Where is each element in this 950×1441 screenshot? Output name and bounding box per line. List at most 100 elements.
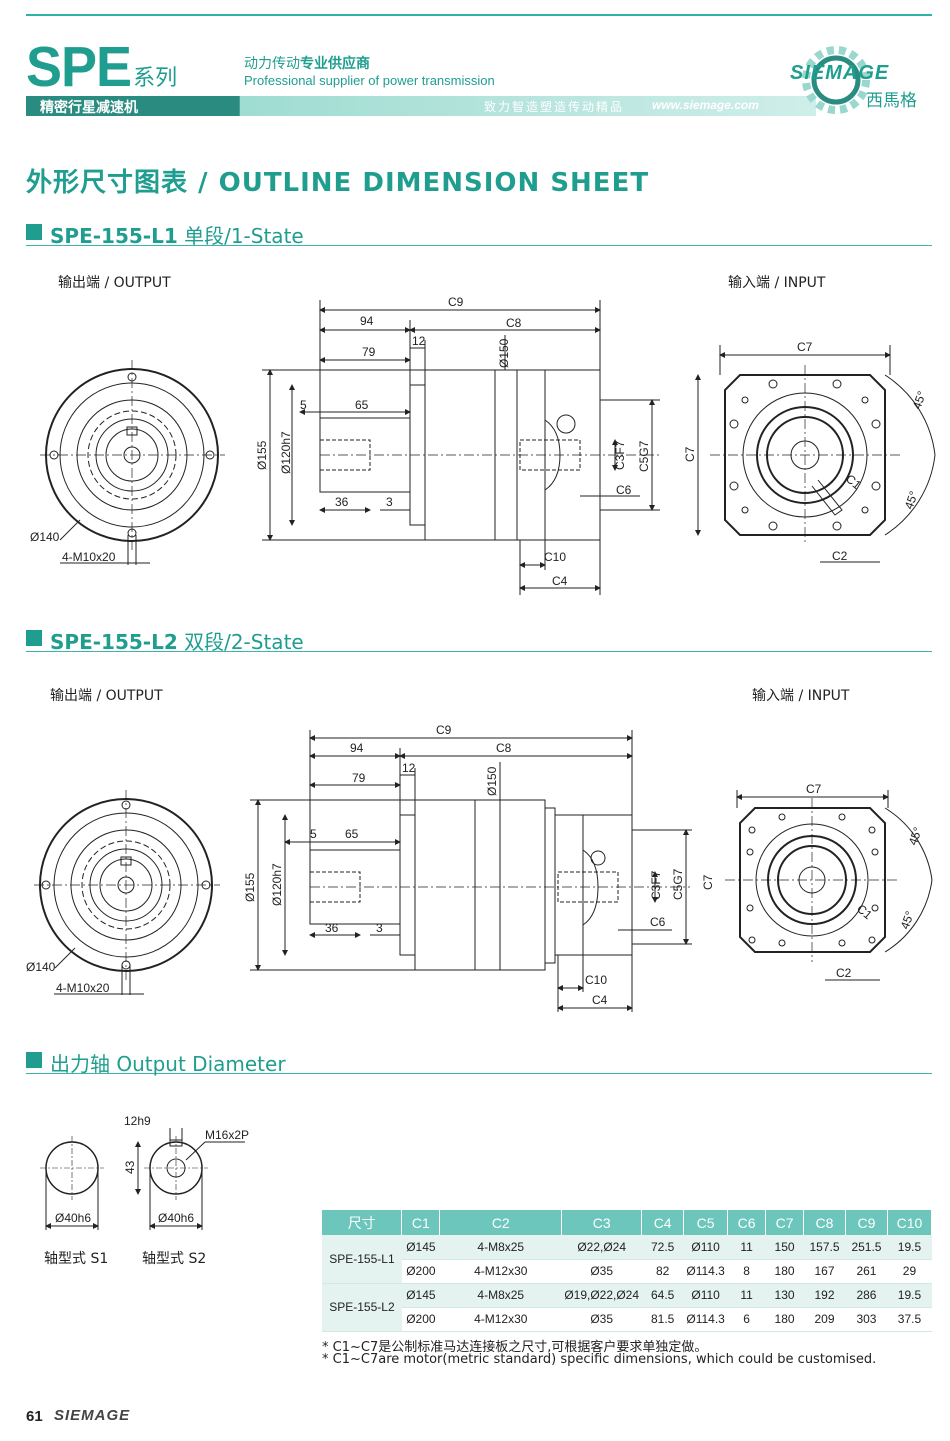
l2-dimension-labels: C9 94 C8 12 79 5 65 36 3 Ø150 Ø155 Ø120h… — [26, 723, 925, 1007]
dim-5: 5 — [310, 827, 317, 841]
l1-input-label: 输入端 / INPUT — [728, 275, 826, 291]
col-header: C3 — [561, 1210, 643, 1235]
dim-65: 65 — [355, 398, 369, 412]
note-en: * C1~C7are motor(metric standard) specif… — [322, 1352, 877, 1367]
section-square-icon — [26, 224, 42, 240]
table-cell: 82 — [641, 1259, 684, 1284]
dim-3: 3 — [376, 921, 383, 935]
l2-output-view — [34, 790, 220, 995]
col-header: C9 — [845, 1210, 888, 1235]
gear-logo-icon — [802, 46, 870, 114]
col-header: C4 — [641, 1210, 685, 1235]
dim-phi120: Ø120h7 — [270, 863, 284, 906]
thread-spec: M16x2P — [205, 1128, 249, 1142]
dim-c10: C10 — [544, 550, 566, 564]
table-cell: 29 — [887, 1259, 932, 1284]
table-cell: Ø110 — [683, 1283, 728, 1308]
table-cell: 192 — [803, 1283, 846, 1308]
col-header: 尺寸 — [322, 1210, 403, 1235]
page-number: 61 — [26, 1408, 43, 1425]
dim-5: 5 — [300, 398, 307, 412]
table-cell: 4-M12x30 — [439, 1307, 562, 1332]
dim-angle-bottom: 45° — [898, 909, 917, 931]
note-cn: * C1~C7是公制标准马达连接板之尺寸,可根据客户要求单独定做。 — [322, 1340, 708, 1355]
dim-79: 79 — [352, 771, 366, 785]
dim-phi120: Ø120h7 — [279, 431, 293, 474]
dim-3: 3 — [386, 495, 393, 509]
table-cell: 4-M8x25 — [439, 1283, 562, 1308]
table-cell: 37.5 — [887, 1307, 932, 1332]
dim-c10: C10 — [585, 973, 607, 987]
l1-dimension-labels: C9 94 C8 12 79 5 65 36 3 Ø150 Ø155 Ø120h… — [30, 295, 929, 588]
table-row: SPE-155-L2 Ø145 4-M8x25 Ø19,Ø22,Ø24 64.5… — [322, 1283, 932, 1332]
table-header-row: 尺寸 C1 C2 C3 C4 C5 C6 C7 C8 C9 C10 — [322, 1210, 933, 1235]
section-l2-header: SPE-155-L2 双段/2-State — [26, 626, 932, 654]
table-cell: Ø19,Ø22,Ø24 — [561, 1283, 642, 1308]
dim-c9: C9 — [448, 295, 464, 309]
dim-c2: C2 — [832, 549, 848, 563]
l1-output-view — [40, 360, 225, 565]
table-cell: 11 — [727, 1235, 766, 1260]
dim-phi155: Ø155 — [255, 440, 269, 470]
table-cell: 4-M12x30 — [439, 1259, 562, 1284]
dim-36: 36 — [335, 495, 349, 509]
spec-table: 尺寸 C1 C2 C3 C4 C5 C6 C7 C8 C9 C10 SPE-15… — [322, 1210, 933, 1332]
shaft-s2-label: 轴型式 S2 — [142, 1251, 207, 1267]
dim-c7-h: C7 — [806, 782, 822, 796]
col-header: C7 — [765, 1210, 805, 1235]
table-cell: 209 — [803, 1307, 846, 1332]
dim-c3: C3F7 — [613, 440, 627, 470]
table-cell: 8 — [727, 1259, 766, 1284]
dim-angle-bottom: 45° — [902, 489, 921, 511]
dim-c4: C4 — [552, 574, 568, 588]
table-cell: Ø114.3 — [683, 1307, 728, 1332]
section-output-title: 出力轴 Output Diameter — [50, 1052, 286, 1076]
table-cell: Ø200 — [401, 1259, 440, 1284]
logo-text: SIEMAGE — [790, 62, 890, 84]
page-title: 外形尺寸图表 / OUTLINE DIMENSION SHEET — [26, 168, 650, 198]
key-height: 43 — [123, 1160, 137, 1174]
dim-c7-v: C7 — [701, 874, 715, 890]
dim-79: 79 — [362, 345, 376, 359]
shaft-dimension-labels: Ø40h6 Ø40h6 12h9 43 M16x2P — [55, 1114, 249, 1225]
section-square-icon — [26, 630, 42, 646]
col-header: C6 — [727, 1210, 767, 1235]
model-cell: SPE-155-L1 — [322, 1235, 402, 1284]
band-product-name: 精密行星减速机 — [40, 100, 138, 116]
dim-c1: C1 — [854, 902, 875, 923]
shaft-s1-drawing — [40, 1136, 104, 1230]
series-title: SPE系列 — [26, 36, 177, 99]
footer-brand-logo: SIEMAGE — [54, 1407, 131, 1424]
table-cell: 11 — [727, 1283, 766, 1308]
l1-side-view — [262, 300, 660, 595]
dim-c6: C6 — [616, 483, 632, 497]
dim-c4: C4 — [592, 993, 608, 1007]
logo-cn: 西馬格 — [866, 91, 917, 111]
col-header: C10 — [887, 1210, 933, 1235]
dim-12: 12 — [412, 334, 426, 348]
dim-bolt: 4-M10x20 — [62, 550, 116, 564]
table-cell: 180 — [765, 1259, 804, 1284]
table-cell: Ø200 — [401, 1307, 440, 1332]
dim-angle-top: 45° — [906, 825, 925, 847]
website-link[interactable]: www.siemage.com — [652, 98, 759, 112]
dim-c1: C1 — [843, 472, 864, 493]
table-cell: Ø114.3 — [683, 1259, 728, 1284]
s1-diameter: Ø40h6 — [55, 1211, 91, 1225]
table-cell: 167 — [803, 1259, 846, 1284]
table-cell: 157.5 — [803, 1235, 846, 1260]
tagline-cn: 动力传动专业供应商 — [244, 56, 370, 72]
table-cell: 81.5 — [641, 1307, 684, 1332]
dim-c5: C5G7 — [637, 440, 651, 472]
band-slogan: 致力智造塑造传动精品 — [484, 100, 625, 114]
dim-c7-v: C7 — [683, 446, 697, 462]
dim-c3: C3F7 — [649, 870, 663, 900]
dim-phi155: Ø155 — [243, 872, 257, 902]
table-cell: 19.5 — [887, 1235, 932, 1260]
dim-94: 94 — [350, 741, 364, 755]
l2-input-label: 输入端 / INPUT — [752, 688, 850, 704]
table-cell: Ø145 — [401, 1235, 440, 1260]
l2-side-view — [250, 730, 692, 1012]
dim-c5: C5G7 — [671, 868, 685, 900]
table-cell: Ø110 — [683, 1235, 728, 1260]
